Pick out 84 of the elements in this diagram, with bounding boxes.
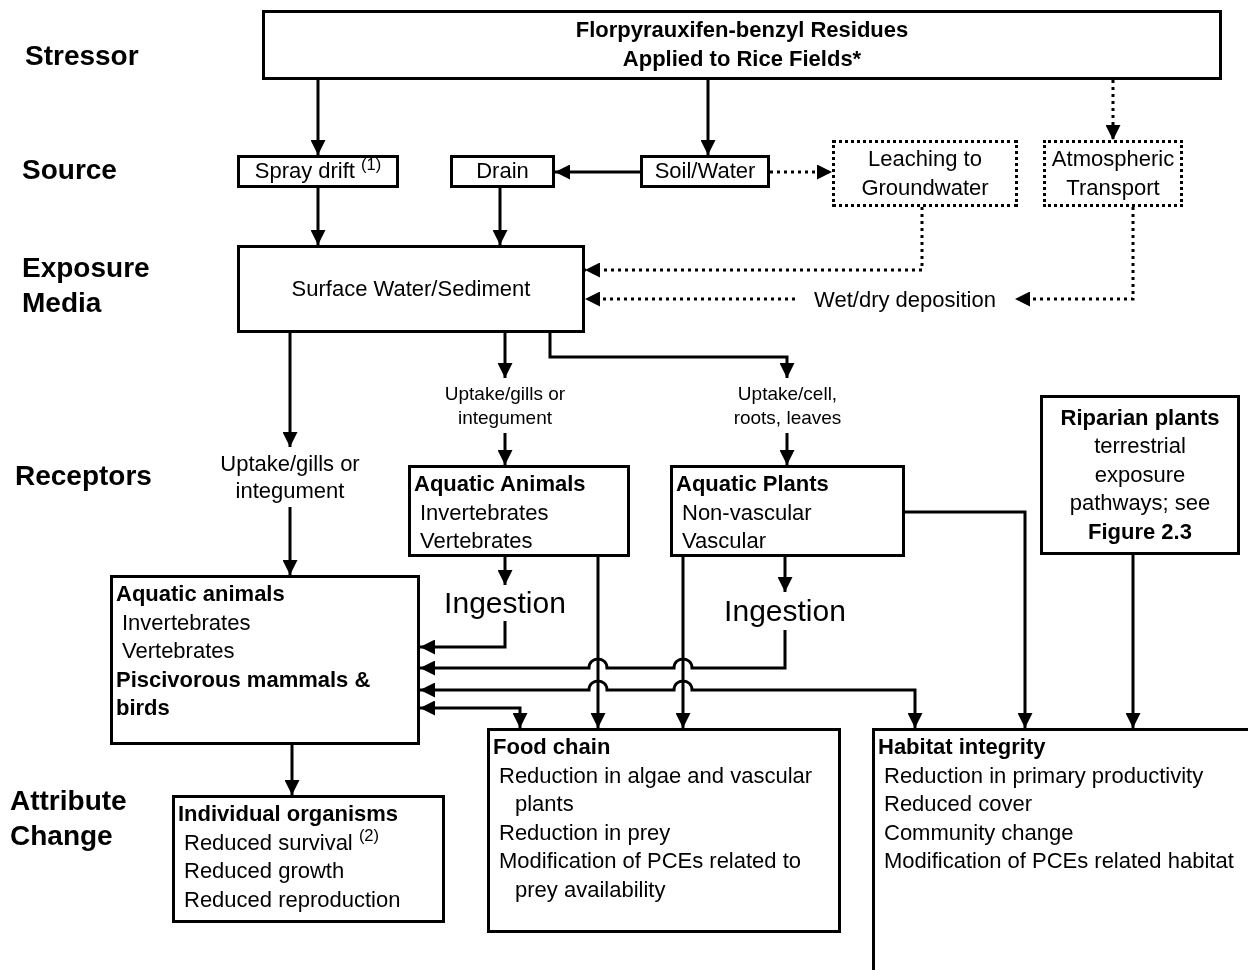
flow-label: Uptake/gills or integument: [200, 447, 380, 507]
process-box: [1040, 395, 1240, 555]
box-text: Leaching to Groundwater: [860, 144, 990, 202]
arrow: [420, 679, 923, 728]
arrow: [548, 333, 795, 378]
arrow: [284, 745, 300, 795]
box-text: Vertebrates: [419, 527, 534, 556]
stage-label: Stressor: [25, 39, 139, 73]
box-heading: Riparian plants: [1060, 403, 1220, 432]
arrow: [770, 164, 832, 180]
box-text: Modification of PCEs related to prey availability: [498, 847, 803, 904]
stage-label: Source: [22, 153, 117, 187]
box-heading: Florpyrauxifen-benzyl Residues Applied to Rice Fields*: [574, 16, 910, 73]
box-text: Spray drift $^{(1)}$: [254, 157, 382, 186]
box-text: terrestrial exposure pathways; see Figure 2.3: [1068, 432, 1212, 546]
dotted-box: [1043, 140, 1183, 207]
box-text: Non-vascular: [681, 498, 813, 527]
flow-label: Ingestion: [440, 585, 570, 621]
arrow: [905, 510, 1033, 728]
box-heading: Habitat integrity: [878, 733, 1047, 761]
box-text: Modification of PCEs related habitat: [883, 847, 1235, 876]
arrow: [585, 207, 924, 278]
arrow: [590, 557, 606, 728]
box-heading: Aquatic Animals: [414, 470, 587, 498]
arrow: [310, 188, 326, 245]
arrow: [497, 433, 513, 465]
box-text: Reduced reproduction: [183, 885, 402, 914]
box-heading: Food chain: [493, 733, 612, 761]
process-box: [172, 795, 445, 923]
arrow: [282, 507, 298, 575]
arrow: [420, 700, 528, 728]
arrow: [1015, 207, 1135, 307]
box-text: Community change: [883, 818, 1075, 847]
box-text: Soil/Water: [654, 157, 756, 186]
flow-label: Uptake/cell, roots, leaves: [715, 378, 860, 433]
box-text: Reduced survival $^{(2)}$: [183, 828, 381, 857]
box-text: Reduced cover: [883, 790, 1033, 819]
process-box: [872, 728, 1248, 970]
arrow: [1125, 555, 1141, 728]
flow-label: Wet/dry deposition: [795, 285, 1015, 315]
process-box: [237, 155, 399, 188]
process-box: [487, 728, 841, 933]
box-text: Vascular: [681, 527, 767, 556]
arrow: [675, 557, 691, 728]
arrow: [777, 557, 793, 592]
arrow: [420, 621, 507, 655]
arrow: [497, 557, 513, 585]
arrow: [700, 80, 716, 155]
stage-label: Exposure Media: [22, 251, 151, 320]
box-text: Vertebrates: [121, 637, 236, 666]
arrow: [492, 188, 508, 245]
box-heading: Aquatic Plants: [676, 470, 830, 498]
flow-label: Uptake/gills or integument: [440, 378, 570, 433]
box-text: Reduced growth: [183, 857, 346, 886]
box-text: Invertebrates: [419, 498, 550, 527]
process-box: [670, 465, 905, 557]
flow-label: Ingestion: [715, 592, 855, 630]
dotted-box: [832, 140, 1018, 207]
box-text: Drain: [476, 157, 529, 186]
stage-label: Attribute Change: [10, 784, 128, 853]
box-heading: Aquatic animals: [116, 580, 286, 608]
process-box: [408, 465, 630, 557]
box-text: Surface Water/Sediment: [291, 274, 531, 303]
box-text: Atmospheric Transport: [1050, 144, 1176, 202]
arrow: [497, 333, 513, 378]
process-box: [110, 575, 420, 745]
arrow: [310, 80, 326, 155]
process-box: [640, 155, 770, 188]
arrow: [420, 630, 787, 676]
process-box: [262, 10, 1222, 80]
box-text: Reduction in prey: [498, 818, 672, 847]
stage-label: Receptors: [15, 459, 152, 493]
arrow: [282, 333, 298, 447]
box-text: Invertebrates: [121, 608, 252, 637]
arrow: [779, 433, 795, 465]
process-box: [450, 155, 555, 188]
arrow: [585, 291, 795, 307]
arrow: [1105, 80, 1121, 140]
process-box: [237, 245, 585, 333]
arrow: [555, 164, 640, 180]
box-text: Reduction in algae and vascular plants: [498, 761, 814, 819]
box-heading: Piscivorous mammals & birds: [116, 665, 372, 723]
box-text: Reduction in primary productivity: [883, 761, 1205, 790]
box-heading: Individual organisms: [178, 800, 400, 828]
